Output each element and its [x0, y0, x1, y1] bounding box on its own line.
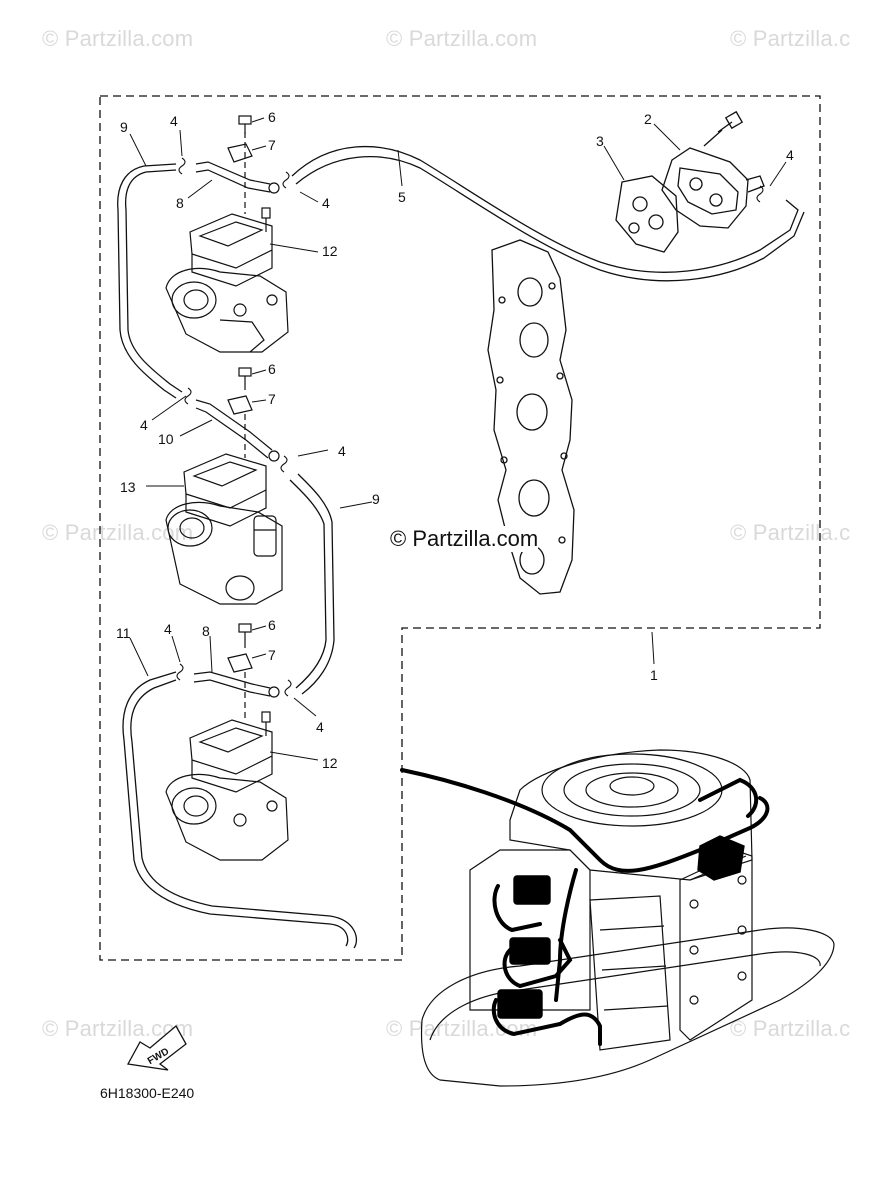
watermark-top-right: © Partzilla.c: [730, 26, 851, 51]
hose-9-top: [124, 169, 183, 393]
callouts: 9 4 6 7 8 4 5 12 3 2 4 6 7 4 10 4 13 9 1…: [116, 109, 794, 1067]
callout-6-a: 6: [268, 109, 276, 125]
callout-7-a: 7: [268, 137, 276, 153]
screw-clamp-middle: [195, 367, 280, 462]
callout-4-g: 4: [316, 719, 324, 735]
callout-5: 5: [398, 189, 406, 205]
callout-4-c: 4: [786, 147, 794, 163]
callout-4-f: 4: [164, 621, 172, 637]
diagram-code: 6H18300-E240: [100, 1085, 195, 1101]
assembly-boundary: [99, 95, 821, 961]
callout-7-c: 7: [268, 647, 276, 663]
callout-13: 13: [120, 479, 136, 495]
callout-4-d: 4: [140, 417, 148, 433]
callout-8-b: 8: [202, 623, 210, 639]
callout-12-a: 12: [322, 243, 338, 259]
screw-clamp-bottom: [193, 623, 280, 736]
callout-4-b: 4: [322, 195, 330, 211]
fuel-pump: [661, 110, 765, 229]
engine-block: [420, 749, 835, 1087]
fwd-arrow-icon: [126, 1024, 187, 1071]
callout-6-c: 6: [268, 617, 276, 633]
watermark-mid-right: © Partzilla.c: [730, 520, 851, 545]
callout-1: 1: [650, 667, 658, 683]
watermark-top-left: © Partzilla.com: [42, 26, 194, 51]
carburetor-bottom: [165, 719, 289, 861]
callout-12-b: 12: [322, 755, 338, 771]
callout-9-top: 9: [120, 119, 128, 135]
engine-fuel-lines: [400, 768, 770, 1046]
callout-3: 3: [596, 133, 604, 149]
callout-11: 11: [116, 625, 131, 641]
carburetor-middle: [165, 453, 283, 605]
leader-lines: [129, 117, 787, 761]
hose-5: [291, 146, 799, 273]
hose-11: [122, 671, 349, 947]
hose-9-middle: [289, 479, 327, 689]
pump-gasket: [615, 175, 679, 253]
screw-clamp-top: [195, 115, 280, 232]
callout-4-a: 4: [170, 113, 178, 129]
callout-8-a: 8: [176, 195, 184, 211]
callout-4-e: 4: [338, 443, 346, 459]
watermark-bottom-right: © Partzilla.c: [730, 1016, 851, 1041]
carburetor-top: [165, 132, 289, 353]
watermark-center: © Partzilla.com: [390, 526, 539, 552]
callout-6-b: 6: [268, 361, 276, 377]
callout-10: 10: [158, 431, 174, 447]
engine-fuel-connectors: [497, 835, 745, 1019]
watermark-top-center: © Partzilla.com: [386, 26, 538, 51]
watermark-bottom-center: © Partzilla.com: [386, 1016, 538, 1041]
callout-9-middle: 9: [372, 491, 380, 507]
callout-7-b: 7: [268, 391, 276, 407]
callout-2: 2: [644, 111, 652, 127]
